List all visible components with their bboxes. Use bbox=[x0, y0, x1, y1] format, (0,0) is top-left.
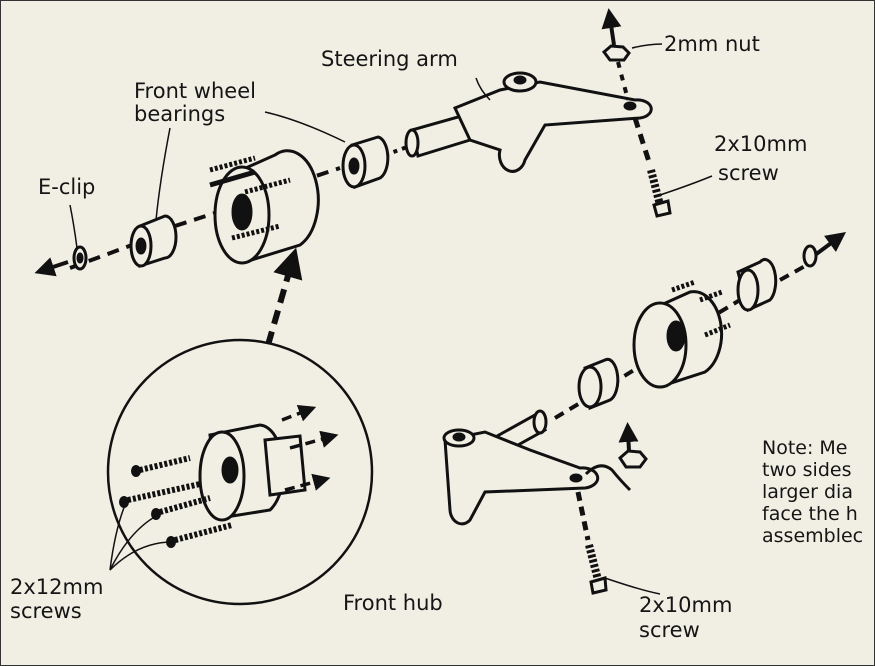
nut-2mm-top bbox=[601, 44, 631, 62]
arm-to-screw-bottom-dashes bbox=[575, 491, 591, 541]
nut-to-arm-dashes bbox=[616, 61, 630, 101]
note-line-3: larger dia bbox=[762, 481, 853, 503]
label-2x12mm-screws-line1: 2x12mm bbox=[10, 575, 104, 599]
screw-2x10-top bbox=[647, 169, 672, 218]
label-steering-arm: Steering arm bbox=[321, 47, 458, 71]
bearing-bottom-right bbox=[736, 258, 778, 313]
nut-bottom-arrow bbox=[618, 422, 639, 452]
label-front-hub: Front hub bbox=[343, 591, 443, 615]
steering-arm-top bbox=[404, 71, 653, 173]
screw-2x10-bottom bbox=[585, 544, 608, 595]
front-hub-bottom bbox=[632, 279, 731, 389]
bearing-left bbox=[129, 214, 178, 269]
steering-arm-bottom bbox=[442, 409, 632, 526]
bearing-bottom-left bbox=[577, 357, 620, 411]
inset-pointer-arrow bbox=[265, 247, 303, 346]
label-2x12mm-screws-line2: screws bbox=[10, 599, 82, 623]
note-line-1: Note: Me bbox=[762, 437, 848, 459]
e-clip-bottom bbox=[802, 244, 818, 268]
leader-lines bbox=[69, 43, 713, 595]
nut-2mm-bottom bbox=[618, 449, 648, 469]
arm-to-screw-dashes bbox=[632, 117, 653, 166]
e-clip-right-arrow bbox=[813, 232, 847, 257]
note-line-5: assemblec bbox=[762, 525, 864, 547]
front-hub-top bbox=[209, 149, 320, 265]
e-clip-top bbox=[72, 245, 88, 271]
label-front-wheel-bearings-line1: Front wheel bbox=[134, 79, 256, 103]
bearing-right bbox=[341, 135, 390, 190]
label-front-wheel-bearings-line2: bearings bbox=[134, 102, 226, 126]
label-2mm-nut: 2mm nut bbox=[664, 32, 760, 56]
label-e-clip: E-clip bbox=[38, 175, 96, 199]
label-2x10mm-screw-top-line2: screw bbox=[718, 161, 779, 185]
inset-circle bbox=[106, 338, 374, 606]
note-line-2: two sides bbox=[762, 459, 852, 481]
e-clip-arrow bbox=[34, 257, 69, 277]
label-2x10mm-screw-top-line1: 2x10mm bbox=[714, 132, 808, 156]
nut-top-arrow bbox=[601, 8, 622, 46]
label-2x10mm-screw-bottom-line1: 2x10mm bbox=[639, 593, 733, 617]
label-2x10mm-screw-bottom-line2: screw bbox=[639, 618, 700, 642]
note-line-4: face the h bbox=[762, 503, 858, 525]
